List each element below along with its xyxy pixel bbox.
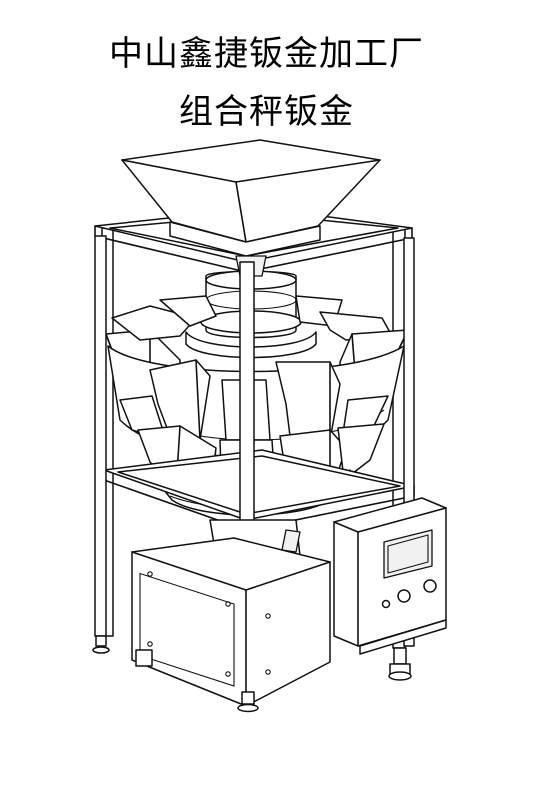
control-box: [333, 497, 447, 655]
indicator-light-icon: [381, 599, 391, 609]
weigh-buckets: [119, 359, 389, 441]
title-line-2: 组合秤钣金: [179, 92, 354, 132]
base-cabinet: [131, 537, 331, 707]
frame-feet: [92, 635, 412, 713]
knob-icon: [397, 589, 411, 603]
knob-icon: [423, 579, 437, 593]
hopper: [121, 139, 381, 257]
screen-icon: [383, 529, 433, 579]
title-line-1: 中山鑫捷钣金加工厂: [109, 34, 424, 74]
